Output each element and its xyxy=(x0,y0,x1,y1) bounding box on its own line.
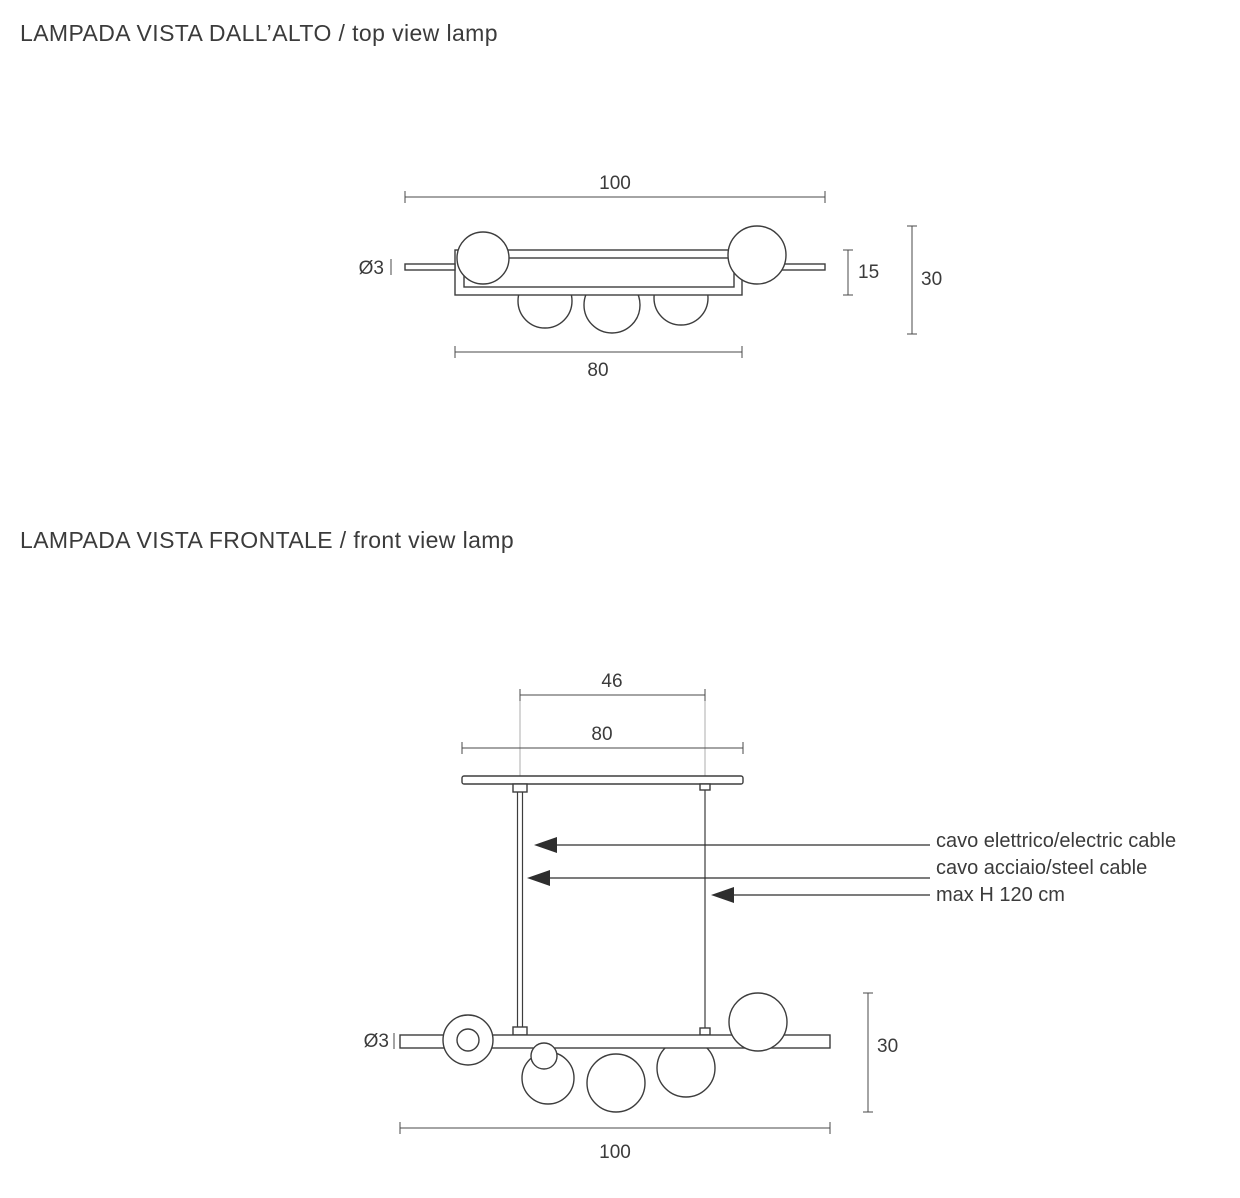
top-view-title: LAMPADA VISTA DALL’ALTO / top view lamp xyxy=(20,20,498,46)
top-rod-diameter-label: Ø3 xyxy=(359,258,384,279)
top-dim-total-depth-label: 30 xyxy=(921,269,942,290)
max-height-label: max H 120 cm xyxy=(936,884,1065,906)
front-dim-cable-spacing-label: 46 xyxy=(601,671,622,692)
cable-connector-top xyxy=(699,783,711,791)
front-dim-body-height: 30 xyxy=(863,992,898,1113)
top-view-drawing: 100 Ø3 xyxy=(359,173,943,381)
top-dim-bar-width-label: 80 xyxy=(587,360,608,381)
electric-cable-label: cavo elettrico/electric cable xyxy=(936,830,1176,852)
cable-connector-top xyxy=(512,783,528,793)
top-dim-bar-width: 80 xyxy=(454,346,743,381)
front-dim-total-width: 100 xyxy=(399,1122,831,1163)
leader-arrowhead xyxy=(711,887,734,903)
top-dim-total-width-label: 100 xyxy=(599,173,631,194)
top-lamp-bar xyxy=(454,249,743,296)
front-rod-diameter: Ø3 xyxy=(364,1031,395,1052)
front-dim-canopy-width: 80 xyxy=(461,724,744,754)
top-dim-total-depth: 30 xyxy=(907,225,942,335)
cable-connector-bottom xyxy=(512,1026,528,1036)
front-dim-total-width-label: 100 xyxy=(599,1142,631,1163)
front-view-title: LAMPADA VISTA FRONTALE / front view lamp xyxy=(20,527,515,553)
front-rod-diameter-label: Ø3 xyxy=(364,1031,389,1052)
sphere xyxy=(728,992,788,1052)
front-callouts: cavo elettrico/electric cable cavo accia… xyxy=(527,830,1176,906)
top-dim-bar-depth-label: 15 xyxy=(858,262,879,283)
top-rod-diameter: Ø3 xyxy=(359,258,392,279)
front-spheres-upper xyxy=(442,992,788,1070)
ring-element-outer xyxy=(442,1014,494,1066)
ceiling-canopy xyxy=(461,775,744,785)
leader-arrowhead xyxy=(527,870,550,886)
steel-cable-label: cavo acciaio/steel cable xyxy=(936,857,1147,879)
front-lamp-bar xyxy=(399,1034,831,1049)
sphere xyxy=(586,1053,646,1113)
front-dim-canopy-width-label: 80 xyxy=(591,724,612,745)
sphere xyxy=(456,231,510,285)
top-spheres-upper xyxy=(456,225,787,285)
front-cables xyxy=(512,783,711,1036)
front-dim-body-height-label: 30 xyxy=(877,1036,898,1057)
front-view-drawing: 46 80 xyxy=(364,671,1176,1163)
ring-element-inner xyxy=(456,1028,480,1052)
small-sphere xyxy=(530,1042,558,1070)
front-dim-cable-spacing: 46 xyxy=(519,671,706,776)
rod-left xyxy=(404,263,456,271)
cable-connector-bottom xyxy=(699,1027,711,1036)
top-dim-bar-depth: 15 xyxy=(843,249,879,296)
leader-arrowhead xyxy=(534,837,557,853)
sphere xyxy=(727,225,787,285)
top-dim-total-width: 100 xyxy=(404,173,826,203)
